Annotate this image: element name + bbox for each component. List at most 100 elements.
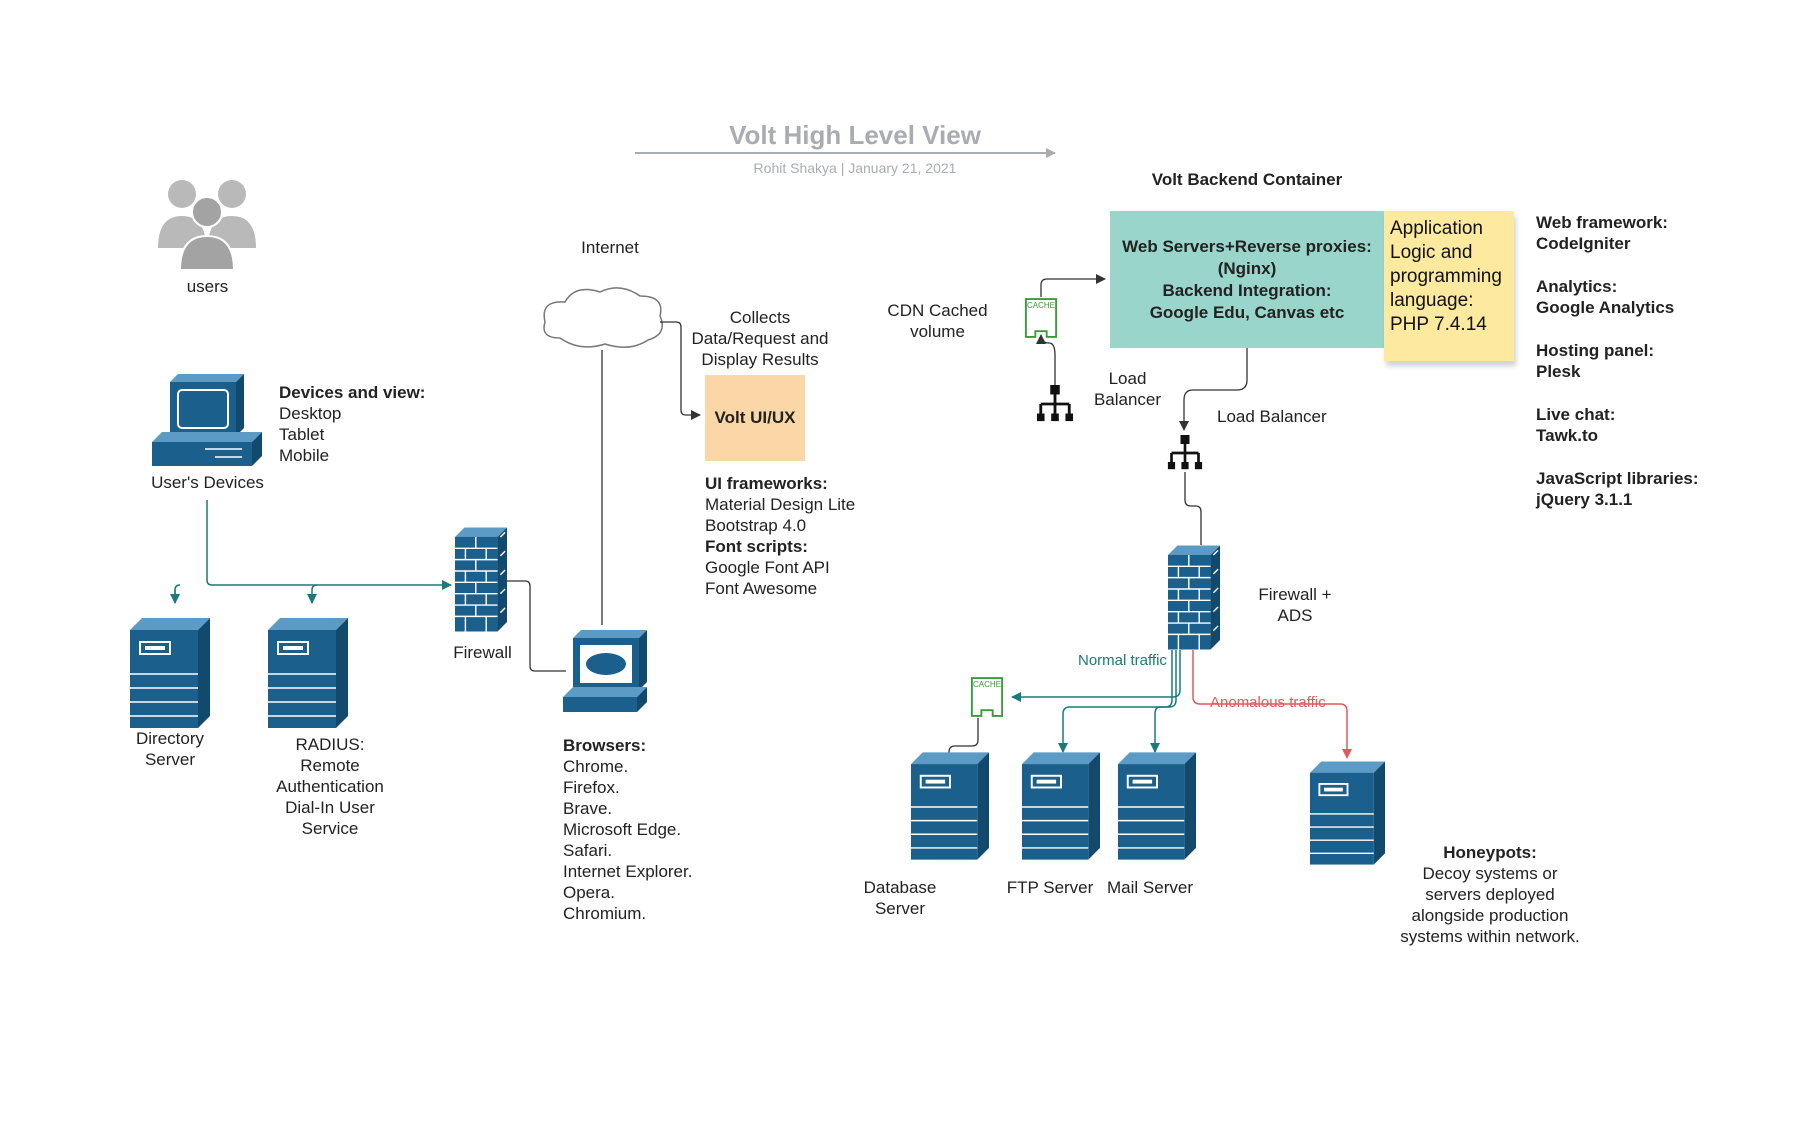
backend-container-title: Volt Backend Container xyxy=(1151,170,1343,189)
firewall-ads-label-line: Firewall + xyxy=(1258,585,1332,604)
browser-item: Opera. xyxy=(563,883,615,902)
cache-backend-connector xyxy=(1040,274,1106,297)
backend-box-line: Google Edu, Canvas etc xyxy=(1149,302,1345,322)
ui-framework-item: Material Design Lite xyxy=(705,495,856,514)
ftp-server-label: FTP Server xyxy=(1006,878,1094,897)
tech-stack-heading: Web framework: xyxy=(1536,213,1668,232)
honeypots-heading: Honeypots: xyxy=(1443,843,1537,862)
internet-ui-connector xyxy=(660,321,701,420)
directory-server-label-line: Directory xyxy=(135,729,204,748)
desktop-computer-icon xyxy=(152,374,262,466)
browser-computer-icon xyxy=(563,630,647,712)
internet-cloud-icon xyxy=(543,287,663,348)
tech-stack-heading: JavaScript libraries: xyxy=(1536,469,1699,488)
font-scripts-heading: Font scripts: xyxy=(705,537,808,556)
browser-item: Microsoft Edge. xyxy=(563,820,682,839)
cdn-label: CDN Cached volume xyxy=(870,300,1005,342)
anomalous-traffic-label: Anomalous traffic xyxy=(1210,694,1326,711)
directory-server-icon xyxy=(130,618,210,728)
browser-item: Firefox. xyxy=(563,778,620,797)
normal-traffic-connectors xyxy=(1011,650,1181,753)
ui-frameworks-heading: UI frameworks: xyxy=(705,474,828,493)
lb-cache-connector xyxy=(1036,334,1056,385)
browser-item: Internet Explorer. xyxy=(563,862,693,881)
internet-label: Internet xyxy=(581,238,639,257)
page-subtitle: Rohit Shakya | January 21, 2021 xyxy=(753,160,957,176)
tech-stack-value: Google Analytics xyxy=(1536,298,1675,317)
browsers-heading: Browsers: xyxy=(563,736,647,755)
tech-stack-value: Tawk.to xyxy=(1536,426,1599,445)
tech-stack-list: Web framework: CodeIgniter Analytics: Go… xyxy=(1536,212,1699,510)
load-balancer-1-label: Load Balancer xyxy=(1085,368,1170,410)
app-logic-note: Application Logic and programming langua… xyxy=(1384,211,1514,361)
radius-label-line: Authentication xyxy=(276,777,384,796)
tech-stack-value: CodeIgniter xyxy=(1536,234,1631,253)
device-item: Desktop xyxy=(279,404,342,423)
tech-stack-heading: Analytics: xyxy=(1536,277,1618,296)
firewall-browser-connector xyxy=(506,580,566,672)
load-balancer-2-label: Load Balancer xyxy=(1217,407,1327,426)
load-balancer-2-icon xyxy=(1167,435,1203,471)
backend-lb2-connector xyxy=(1179,348,1248,431)
tech-stack-value: jQuery 3.1.1 xyxy=(1536,490,1633,509)
database-server-icon xyxy=(911,752,989,860)
firewall-ads-label: Firewall + ADS xyxy=(1245,584,1345,626)
devices-label: User's Devices xyxy=(151,473,264,492)
backend-box-line: (Nginx) xyxy=(1217,258,1277,278)
radius-label-line: Dial-In User xyxy=(285,798,375,817)
db-cache-label: CACHE xyxy=(973,680,1001,689)
lb1-label-line: Load xyxy=(1108,369,1147,388)
page-title: Volt High Level View xyxy=(729,120,981,150)
honeypots-line: systems within network. xyxy=(1400,927,1580,946)
ui-framework-item: Bootstrap 4.0 xyxy=(705,516,807,535)
firewall-ads-label-line: ADS xyxy=(1277,606,1313,625)
collects-label-line: Collects xyxy=(729,308,791,327)
honeypots-line: alongside production xyxy=(1411,906,1569,925)
radius-label-line: Service xyxy=(301,819,359,838)
radius-label-line: Remote xyxy=(300,756,360,775)
honeypots-text: Honeypots: Decoy systems or servers depl… xyxy=(1380,842,1600,947)
honeypot-server-icon xyxy=(1310,760,1385,866)
device-item: Tablet xyxy=(279,425,325,444)
tech-stack-heading: Live chat: xyxy=(1536,405,1616,424)
cdn-cache-label: CACHE xyxy=(1027,301,1055,310)
devices-list: Devices and view: Desktop Tablet Mobile xyxy=(279,382,425,466)
font-script-item: Font Awesome xyxy=(705,579,818,598)
cdn-label-line: volume xyxy=(910,322,965,341)
backend-box-line: Backend Integration: xyxy=(1162,280,1332,300)
normal-traffic-label: Normal traffic xyxy=(1078,652,1167,669)
cdn-label-line: CDN Cached xyxy=(887,301,988,320)
database-server-label: Database Server xyxy=(845,877,955,919)
radius-label-line: RADIUS: xyxy=(295,735,365,754)
honeypots-line: Decoy systems or xyxy=(1422,864,1558,883)
collects-label-line: Display Results xyxy=(701,350,819,369)
volt-ui-box: Volt UI/UX xyxy=(705,375,805,461)
load-balancer-1-icon xyxy=(1036,385,1074,423)
database-label-line: Database xyxy=(863,878,937,897)
lb2-firewall-connector xyxy=(1184,472,1202,545)
firewall-ads-icon xyxy=(1168,545,1220,650)
mail-server-label: Mail Server xyxy=(1107,878,1193,897)
browser-item: Chrome. xyxy=(563,757,629,776)
directory-server-label: Directory Server xyxy=(115,728,225,770)
anomalous-traffic-connector xyxy=(1192,650,1352,759)
lb1-label-line: Balancer xyxy=(1093,390,1162,409)
collects-label-line: Data/Request and xyxy=(691,329,829,348)
browser-item: Brave. xyxy=(563,799,613,818)
ui-frameworks-list: UI frameworks: Material Design Lite Boot… xyxy=(705,473,855,599)
firewall-icon xyxy=(455,527,507,632)
font-script-item: Google Font API xyxy=(705,558,830,577)
browsers-list: Browsers: Chrome. Firefox. Brave. Micros… xyxy=(563,735,692,924)
users-label: users xyxy=(186,277,229,296)
browser-item: Chromium. xyxy=(563,904,647,923)
directory-server-label-line: Server xyxy=(144,750,196,769)
left-connectors xyxy=(170,500,452,604)
device-item: Mobile xyxy=(279,446,330,465)
radius-server-label: RADIUS: Remote Authentication Dial-In Us… xyxy=(260,734,400,839)
users-icon xyxy=(158,180,256,271)
collects-label: Collects Data/Request and Display Result… xyxy=(680,307,840,370)
database-label-line: Server xyxy=(874,899,926,918)
devices-heading: Devices and view: xyxy=(279,383,426,402)
backend-box-line: Web Servers+Reverse proxies: xyxy=(1122,236,1372,256)
